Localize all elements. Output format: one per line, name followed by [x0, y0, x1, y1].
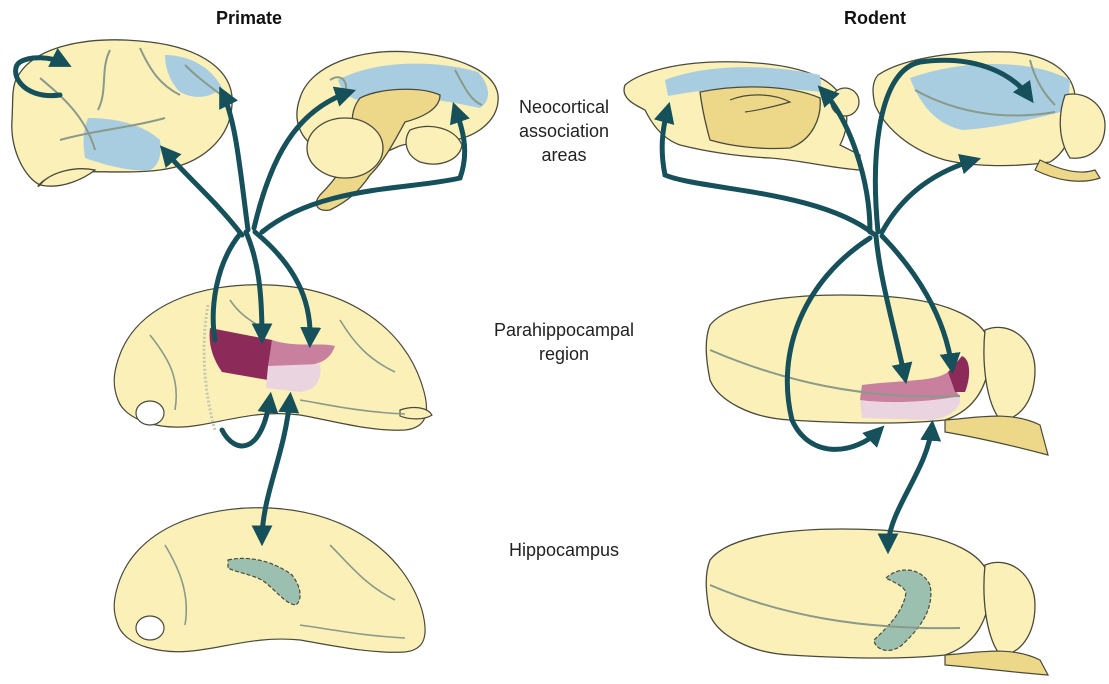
arrow-primate-to-frontal: [164, 150, 242, 235]
primate-parahippo-light: [266, 364, 320, 392]
arrow-rodent-to-lateral-low: [882, 160, 975, 232]
primate-column-title: Primate: [169, 8, 329, 29]
primate-parahippocampal-brain: [114, 285, 432, 430]
rodent-lateral-brain: [873, 52, 1105, 182]
rodent-column-title: Rodent: [795, 8, 955, 29]
hippocampus-label: Hippocampus: [474, 538, 654, 562]
arrow-rodent-hippo-link: [888, 426, 932, 548]
neocortical-label-line-2: association: [474, 119, 654, 143]
neocortical-label-line-1: Neocortical: [474, 95, 654, 119]
parahippocampal-label-line-1: Parahippocampal: [474, 318, 654, 342]
rodent-medial-brain: [624, 62, 860, 170]
neocortical-label: Neocortical association areas: [474, 95, 654, 167]
primate-hippocampus-brain: [114, 508, 425, 653]
rodent-hippocampus-brain: [706, 529, 1048, 675]
primate-lateral-brain: [12, 40, 232, 186]
neocortical-label-line-3: areas: [474, 143, 654, 167]
parahippocampal-label: Parahippocampal region: [474, 318, 654, 366]
parahippocampal-label-line-2: region: [474, 342, 654, 366]
